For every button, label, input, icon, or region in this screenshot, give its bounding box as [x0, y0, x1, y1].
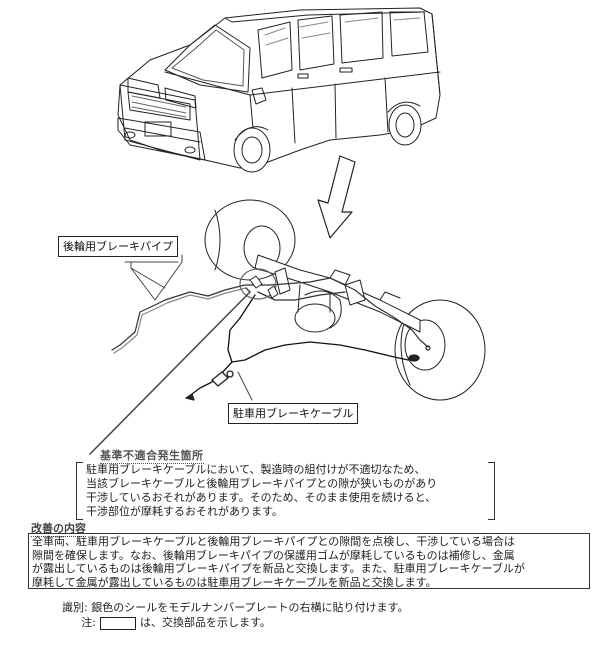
zoom-arrow — [317, 155, 356, 239]
defect-line: 当該ブレーキケーブルと後輪用ブレーキパイプとの隙が狭いものがあり — [86, 477, 438, 490]
note: 注: は、交換部品を示します。 — [62, 614, 271, 630]
note-text: は、交換部品を示します。 — [140, 616, 271, 629]
parking-brake-cable — [185, 291, 420, 401]
bracket-right — [488, 462, 495, 520]
remedy-line: 全車両、駐車用ブレーキケーブルと後輪用ブレーキパイプとの隙間を点検し、干渉してい… — [32, 535, 515, 548]
defect-line: 駐車用ブレーキケーブルにおいて、製造時の組付けが不適切なため、 — [86, 463, 426, 476]
remedy-line: が露出しているものは後輪用ブレーキパイプを新品と交換します。また、駐車用ブレーキ… — [32, 562, 525, 575]
remedy-title: 改善の内容 — [31, 522, 86, 537]
remedy-description: 全車両、駐車用ブレーキケーブルと後輪用ブレーキパイプとの隙間を点検し、干渉してい… — [32, 535, 588, 589]
note-label: 注: — [81, 616, 96, 629]
defect-description: 駐車用ブレーキケーブルにおいて、製造時の組付けが不適切なため、 当該ブレーキケー… — [86, 463, 486, 519]
interference-circle — [239, 268, 277, 300]
rear-brake-pipe-label: 後輪用ブレーキパイプ — [58, 236, 178, 257]
rear-axle-illustration — [204, 199, 486, 401]
defect-location-title: 基準不適合発生箇所 — [100, 449, 204, 464]
remedy-line: 隙間を確保します。なお、後輪用ブレーキパイプの保護用ゴムが摩耗しているものは補修… — [32, 548, 515, 562]
defect-line: 干渉しているおそれがあります。そのため、そのまま使用を続けると、 — [86, 491, 437, 504]
remedy-line: 摩耗して金属が露出しているものは駐車用ブレーキケーブルを新品と交換します。 — [32, 575, 437, 589]
parking-brake-cable-label: 駐車用ブレーキケーブル — [228, 403, 359, 424]
defect-line: 干渉部位が摩耗するおそれがあります。 — [86, 505, 283, 518]
remedy-box — [28, 533, 590, 589]
bracket-left — [76, 462, 83, 520]
van-illustration — [117, 7, 441, 173]
identification-text: 識別: 銀色のシールをモデルナンバープレートの右横に貼り付けます。 — [62, 601, 409, 614]
replacement-part-marker — [100, 616, 136, 630]
rear-brake-pipe — [111, 277, 431, 354]
